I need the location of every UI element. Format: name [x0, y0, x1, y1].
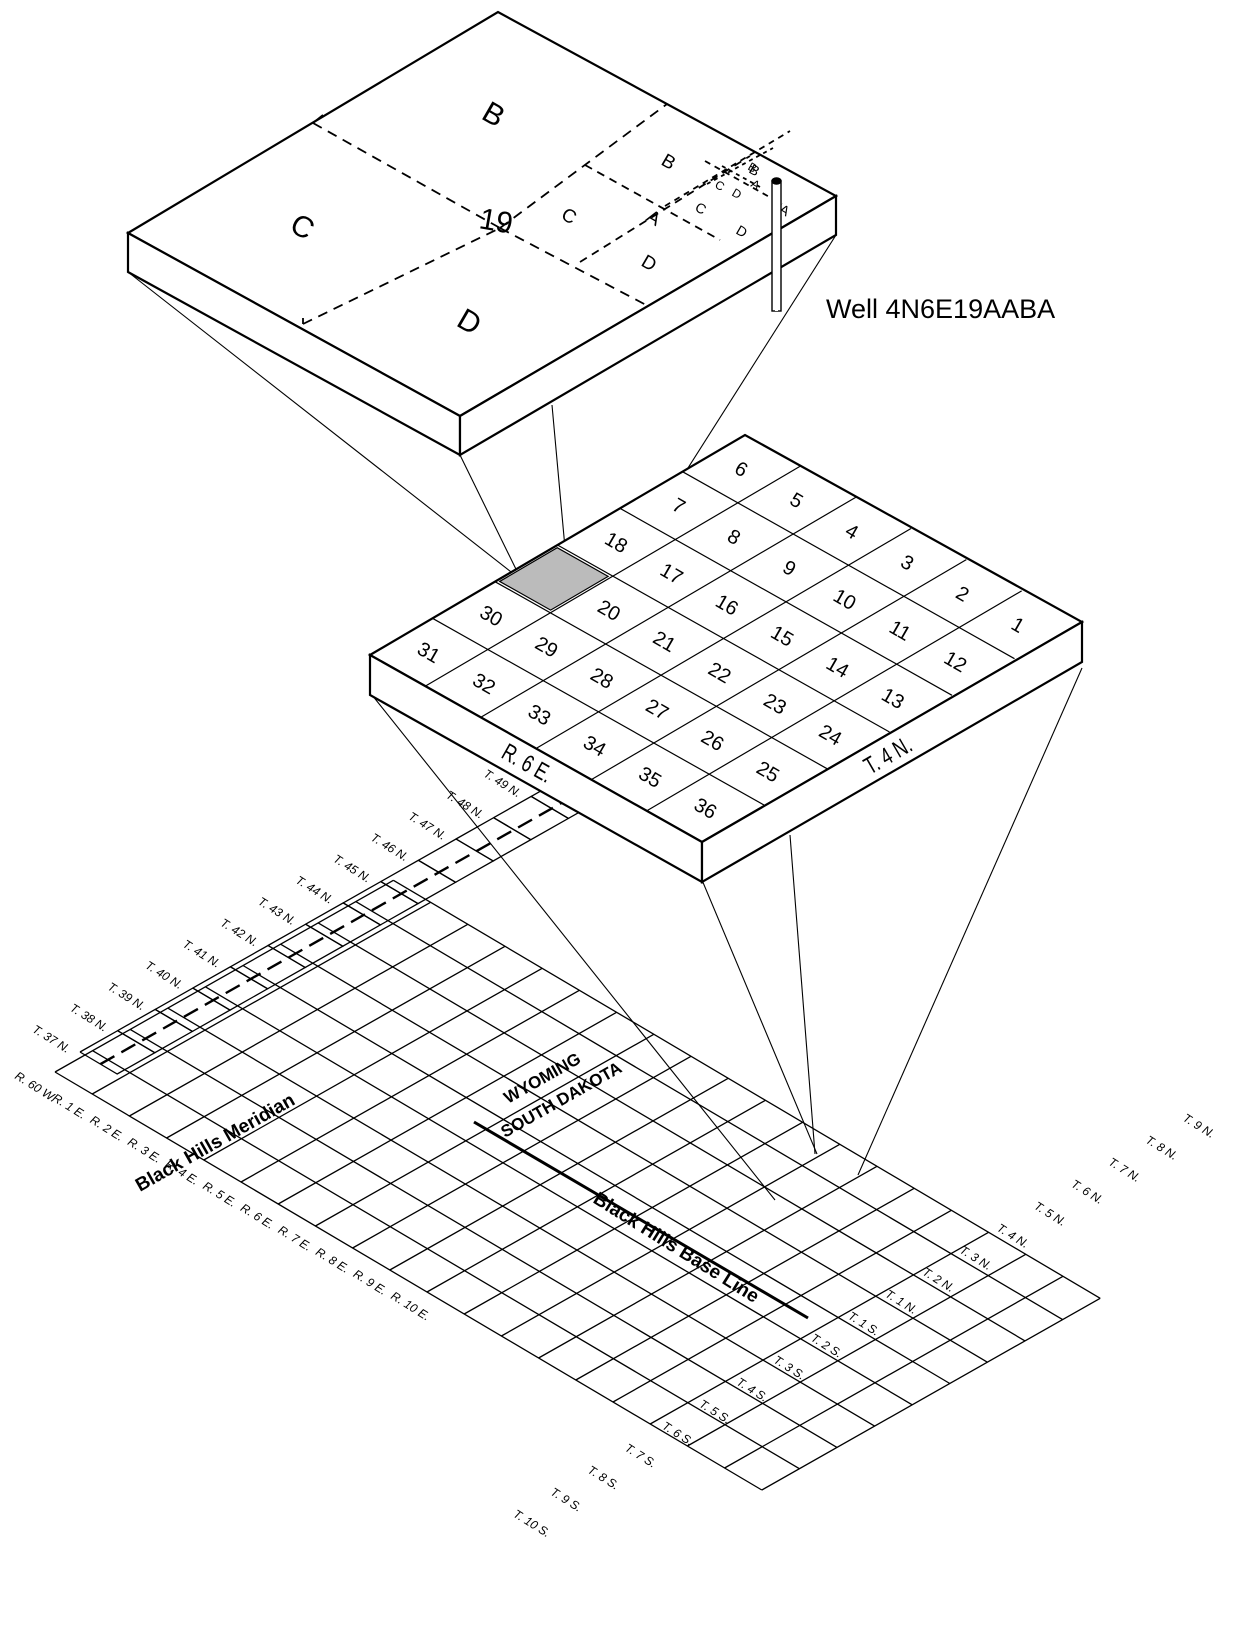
section-front-right-face — [458, 194, 838, 457]
range-label-3: R. 3 E. — [125, 1135, 164, 1166]
township-block: 6543217891011121817161514132021222324302… — [367, 433, 1085, 884]
baseline-township-label: T. 7 S. — [622, 1441, 658, 1471]
north-township-label: T. 47 N. — [406, 809, 449, 843]
state-labels: WYOMING SOUTH DAKOTA — [498, 1049, 625, 1141]
baseline-township-label: T. 1 N. — [883, 1287, 920, 1317]
baseline-township-label: T. 8 N. — [1143, 1133, 1180, 1163]
north-township-label: T. 42 N. — [218, 916, 261, 950]
range-label-10: R. 10 E. — [388, 1289, 432, 1324]
range-label-1: R. 1 E. — [50, 1091, 89, 1122]
range-label-5: R. 5 E. — [200, 1179, 239, 1210]
meridian-label: Black Hills Meridian — [132, 1090, 299, 1197]
north-township-label: T. 37 N. — [30, 1022, 73, 1056]
north-township-label: T. 41 N. — [180, 937, 223, 971]
baseline-township-label: T. 3 S. — [771, 1353, 807, 1383]
baseline-township-label: T. 2 S. — [808, 1331, 844, 1361]
quarter-lines — [302, 103, 791, 325]
north-township-label: T. 44 N. — [293, 873, 336, 907]
township-front-right-face — [700, 620, 1084, 884]
projection-lines — [127, 234, 1083, 1201]
section-number: 19 — [477, 202, 516, 240]
north-township-label: T. 46 N. — [368, 830, 411, 864]
north-township-label: T. 40 N. — [143, 958, 186, 992]
baseline-township-label: T. 7 N. — [1106, 1155, 1143, 1185]
range-label-6: R. 6 E. — [238, 1201, 277, 1232]
baseline-township-label: T. 4 S. — [734, 1375, 770, 1405]
baseline-township-label: T. 5 N. — [1032, 1199, 1069, 1229]
section-block: 19 B C D B C A D B C A D B C D A — [125, 10, 839, 457]
north-township-label: T. 39 N. — [105, 979, 148, 1013]
well-symbol — [771, 177, 782, 312]
baseline-line — [473, 1120, 809, 1320]
baseline-township-label: T. 10 S. — [511, 1507, 553, 1541]
north-township-label: T. 43 N. — [256, 894, 299, 928]
baseline-township-label: T. 5 S. — [697, 1397, 733, 1427]
township-section-grid — [425, 465, 1022, 812]
highlighted-section-19 — [498, 547, 610, 611]
range-label-7: R. 7 E. — [276, 1223, 315, 1254]
range-label-8: R. 8 E. — [313, 1245, 352, 1276]
baseline-township-label: T. 1 S. — [846, 1309, 882, 1339]
north-township-label: T. 38 N. — [68, 1001, 111, 1035]
north-township-label: T. 45 N. — [331, 852, 374, 886]
baseline-township-label: T. 9 S. — [548, 1485, 584, 1515]
well-label: Well 4N6E19AABA — [826, 294, 1055, 324]
baseline-label-group: Black Hills Base Line — [589, 1188, 762, 1307]
baseline-township-label: T. 9 N. — [1180, 1111, 1217, 1141]
baseline-label: Black Hills Base Line — [589, 1188, 762, 1307]
range-label-2: R. 2 E. — [88, 1113, 127, 1144]
baseline-township-label: T. 6 N. — [1069, 1177, 1106, 1207]
baseline-township-label: T. 6 S. — [660, 1419, 696, 1449]
baseline-township-label: T. 8 S. — [585, 1463, 621, 1493]
range-label-9: R. 9 E. — [351, 1267, 390, 1298]
meridian-label-group: Black Hills Meridian — [132, 1090, 299, 1197]
